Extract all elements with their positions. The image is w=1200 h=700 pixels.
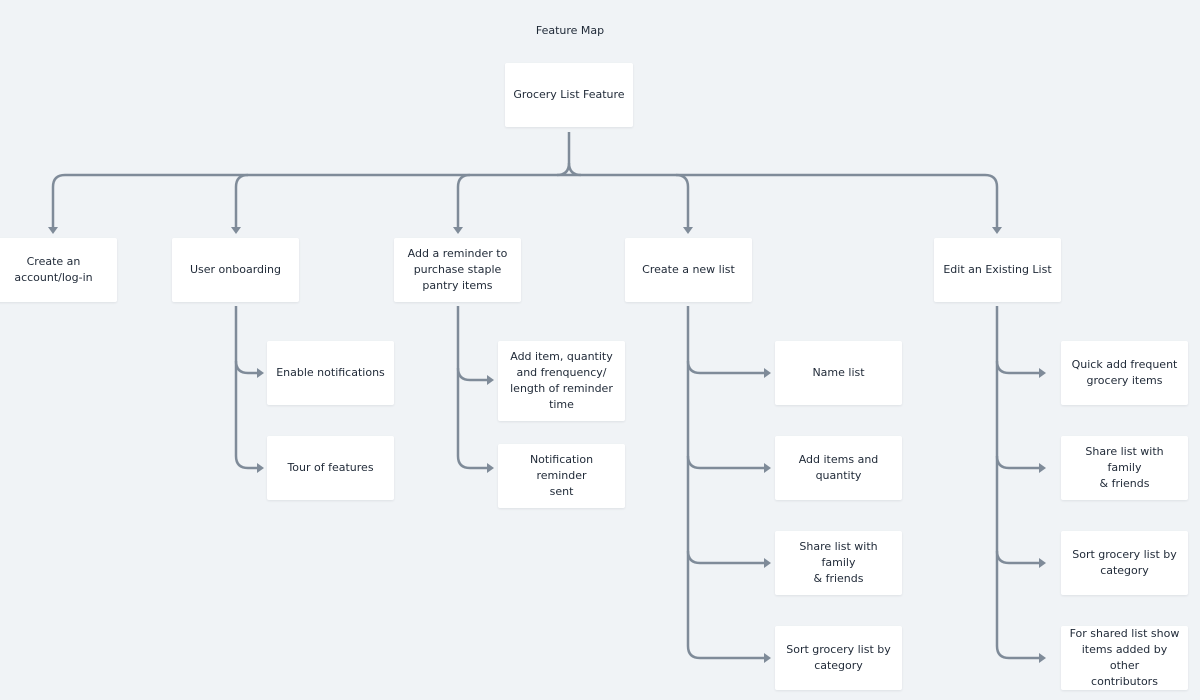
connector-reminder-spine [456, 306, 488, 470]
node-create-new-list[interactable]: Create a new list [625, 238, 752, 302]
diagram-title: Feature Map [535, 24, 605, 37]
arrowhead-2 [231, 227, 241, 234]
connector-drop-1 [51, 173, 66, 228]
arrowhead-create-4 [764, 653, 771, 663]
node-tour-of-features[interactable]: Tour of features [267, 436, 394, 500]
connector-create-spine [686, 306, 765, 660]
connector-edit-2 [995, 455, 1040, 470]
connector-create-2 [686, 455, 765, 470]
node-add-items-quantity[interactable]: Add items and quantity [775, 436, 902, 500]
node-root[interactable]: Grocery List Feature [505, 63, 633, 127]
node-share-list-create[interactable]: Share list with family & friends [775, 531, 902, 595]
connector-root-right [567, 162, 582, 177]
arrowhead-edit-4 [1039, 653, 1046, 663]
arrowhead-edit-3 [1039, 558, 1046, 568]
node-add-reminder[interactable]: Add a reminder to purchase staple pantry… [394, 238, 521, 302]
arrowhead-3 [453, 227, 463, 234]
connector-root-trunk [556, 132, 571, 177]
connector-drop-3 [456, 173, 471, 228]
connector-onboarding-spine [234, 306, 258, 470]
arrowhead-edit-1 [1039, 368, 1046, 378]
node-sort-list-edit[interactable]: Sort grocery list by category [1061, 531, 1188, 595]
arrowhead-1 [48, 227, 58, 234]
node-quick-add-frequent[interactable]: Quick add frequent grocery items [1061, 341, 1188, 405]
node-edit-existing-list[interactable]: Edit an Existing List [934, 238, 1061, 302]
node-sort-list-create[interactable]: Sort grocery list by category [775, 626, 902, 690]
arrowhead-onboarding-2 [257, 463, 264, 473]
node-add-item-reminder[interactable]: Add item, quantity and frenquency/ lengt… [498, 341, 625, 421]
node-shared-list-contributors[interactable]: For shared list show items added by othe… [1061, 626, 1188, 690]
arrowhead-4 [683, 227, 693, 234]
connector-reminder-1 [456, 367, 488, 382]
node-user-onboarding[interactable]: User onboarding [172, 238, 299, 302]
node-name-list[interactable]: Name list [775, 341, 902, 405]
arrowhead-edit-2 [1039, 463, 1046, 473]
connector-drop-4 [675, 173, 690, 228]
arrowhead-create-1 [764, 368, 771, 378]
connector-create-3 [686, 550, 765, 565]
connector-edit-spine [995, 306, 1040, 660]
connector-edit-3 [995, 550, 1040, 565]
connector-create-1 [686, 360, 765, 375]
arrowhead-create-2 [764, 463, 771, 473]
node-share-list-edit[interactable]: Share list with family & friends [1061, 436, 1188, 500]
arrowhead-5 [992, 227, 1002, 234]
arrowhead-create-3 [764, 558, 771, 568]
connector-edit-1 [995, 360, 1040, 375]
connector-drop-2 [234, 173, 249, 228]
arrowhead-onboarding-1 [257, 368, 264, 378]
node-enable-notifications[interactable]: Enable notifications [267, 341, 394, 405]
arrowhead-reminder-1 [487, 375, 494, 385]
node-notification-reminder-sent[interactable]: Notification reminder sent [498, 444, 625, 508]
connector-drop-5 [984, 173, 999, 228]
arrowhead-reminder-2 [487, 463, 494, 473]
node-create-account[interactable]: Create an account/log-in [0, 238, 117, 302]
connector-onboarding-1 [234, 360, 258, 375]
